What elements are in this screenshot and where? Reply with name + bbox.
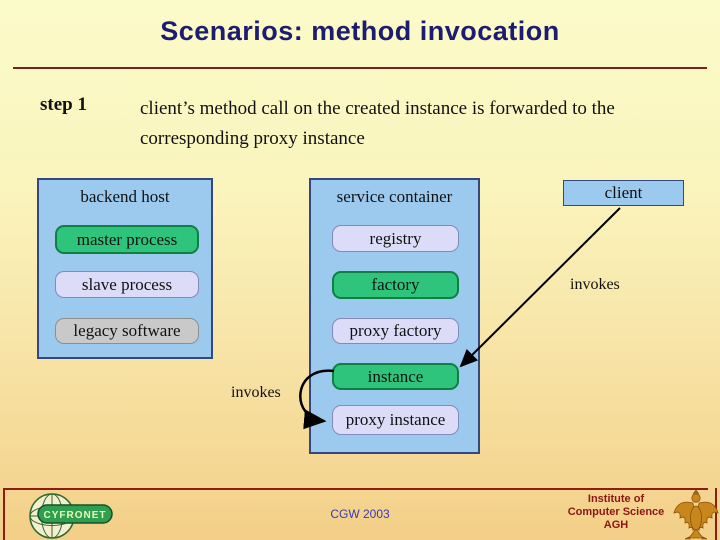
- node-legacy-software: legacy software: [55, 318, 199, 344]
- cyfronet-banner-text: CYFRONET: [44, 510, 107, 521]
- node-master-process: master process: [55, 225, 199, 254]
- service-container-group: service container registry factory proxy…: [309, 178, 480, 454]
- conference-label: CGW 2003: [330, 507, 390, 521]
- invokes-label-client: invokes: [570, 276, 620, 293]
- step-description: client’s method call on the created inst…: [140, 98, 615, 149]
- node-slave-process: slave process: [55, 271, 199, 298]
- institute-block: Institute of Computer Science AGH: [558, 493, 674, 532]
- node-proxy-factory: proxy factory: [332, 318, 459, 344]
- node-client: client: [563, 180, 684, 206]
- footer-divider: [4, 488, 708, 490]
- node-factory: factory: [332, 271, 459, 299]
- agh-eagle-logo: [673, 489, 719, 540]
- page-title: Scenarios: method invocation: [160, 16, 560, 46]
- node-registry: registry: [332, 225, 459, 252]
- node-proxy-instance: proxy instance: [332, 405, 459, 435]
- node-instance: instance: [332, 363, 459, 390]
- footer-divider-right-end: [715, 488, 717, 540]
- footer-divider-left-end: [3, 488, 5, 540]
- institute-line-3: AGH: [603, 519, 629, 531]
- cyfronet-globe-logo: CYFRONET: [29, 493, 113, 539]
- title-divider: [13, 67, 707, 69]
- step-label: step 1: [40, 94, 87, 115]
- institute-line-2: Computer Science: [567, 506, 665, 518]
- backend-host-group: backend host master process slave proces…: [37, 178, 213, 359]
- backend-host-title: backend host: [80, 187, 170, 206]
- service-container-title: service container: [336, 187, 453, 206]
- institute-line-1: Institute of: [587, 493, 645, 505]
- invokes-label-instance: invokes: [231, 384, 281, 401]
